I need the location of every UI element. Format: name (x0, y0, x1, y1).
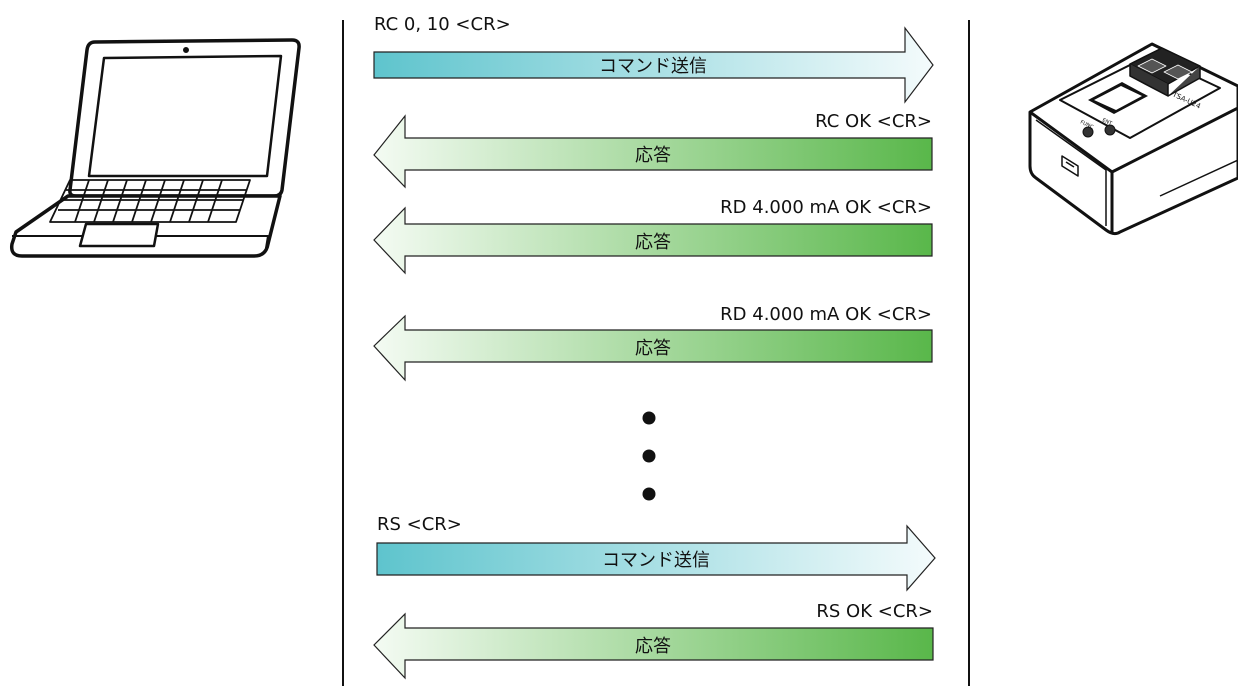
response-label: RS OK <CR> (816, 601, 933, 622)
device-ent-label: ENT (1101, 117, 1113, 127)
response-label: RC OK <CR> (815, 111, 932, 132)
response-arrow-shape (373, 612, 934, 680)
response-arrow-shape (373, 314, 933, 382)
signal-device-icon: TSA-U24 FUNC ENT (1028, 42, 1238, 236)
command-label: RC 0, 10 <CR> (374, 14, 511, 35)
response-arrow-text: 応答 (635, 636, 671, 657)
command-arrow-text: コマンド送信 (602, 550, 710, 571)
response-arrow: 応答 RC OK <CR> (373, 111, 933, 189)
response-arrow-text: 応答 (635, 232, 671, 253)
response-label: RD 4.000 mA OK <CR> (720, 304, 932, 325)
command-arrow: コマンド送信 RC 0, 10 <CR> (373, 14, 934, 104)
command-arrow-text: コマンド送信 (599, 56, 707, 77)
response-arrow-text: 応答 (635, 338, 671, 359)
response-label: RD 4.000 mA OK <CR> (720, 197, 932, 218)
response-arrow: 応答 RD 4.000 mA OK <CR> (373, 197, 933, 275)
laptop-icon (9, 38, 301, 258)
command-arrow: コマンド送信 RS <CR> (376, 514, 936, 592)
response-arrow-shape (373, 206, 933, 275)
response-arrow-text: 応答 (635, 145, 671, 166)
response-arrow-shape (373, 114, 933, 189)
device-func-label: FUNC (1079, 119, 1094, 130)
ellipsis-dots (642, 411, 656, 501)
command-arrow-shape (373, 26, 934, 104)
response-arrow: 応答 RD 4.000 mA OK <CR> (373, 304, 933, 382)
command-label: RS <CR> (377, 514, 462, 535)
command-arrow-shape (376, 524, 936, 592)
response-arrow: 応答 RS OK <CR> (373, 601, 934, 680)
